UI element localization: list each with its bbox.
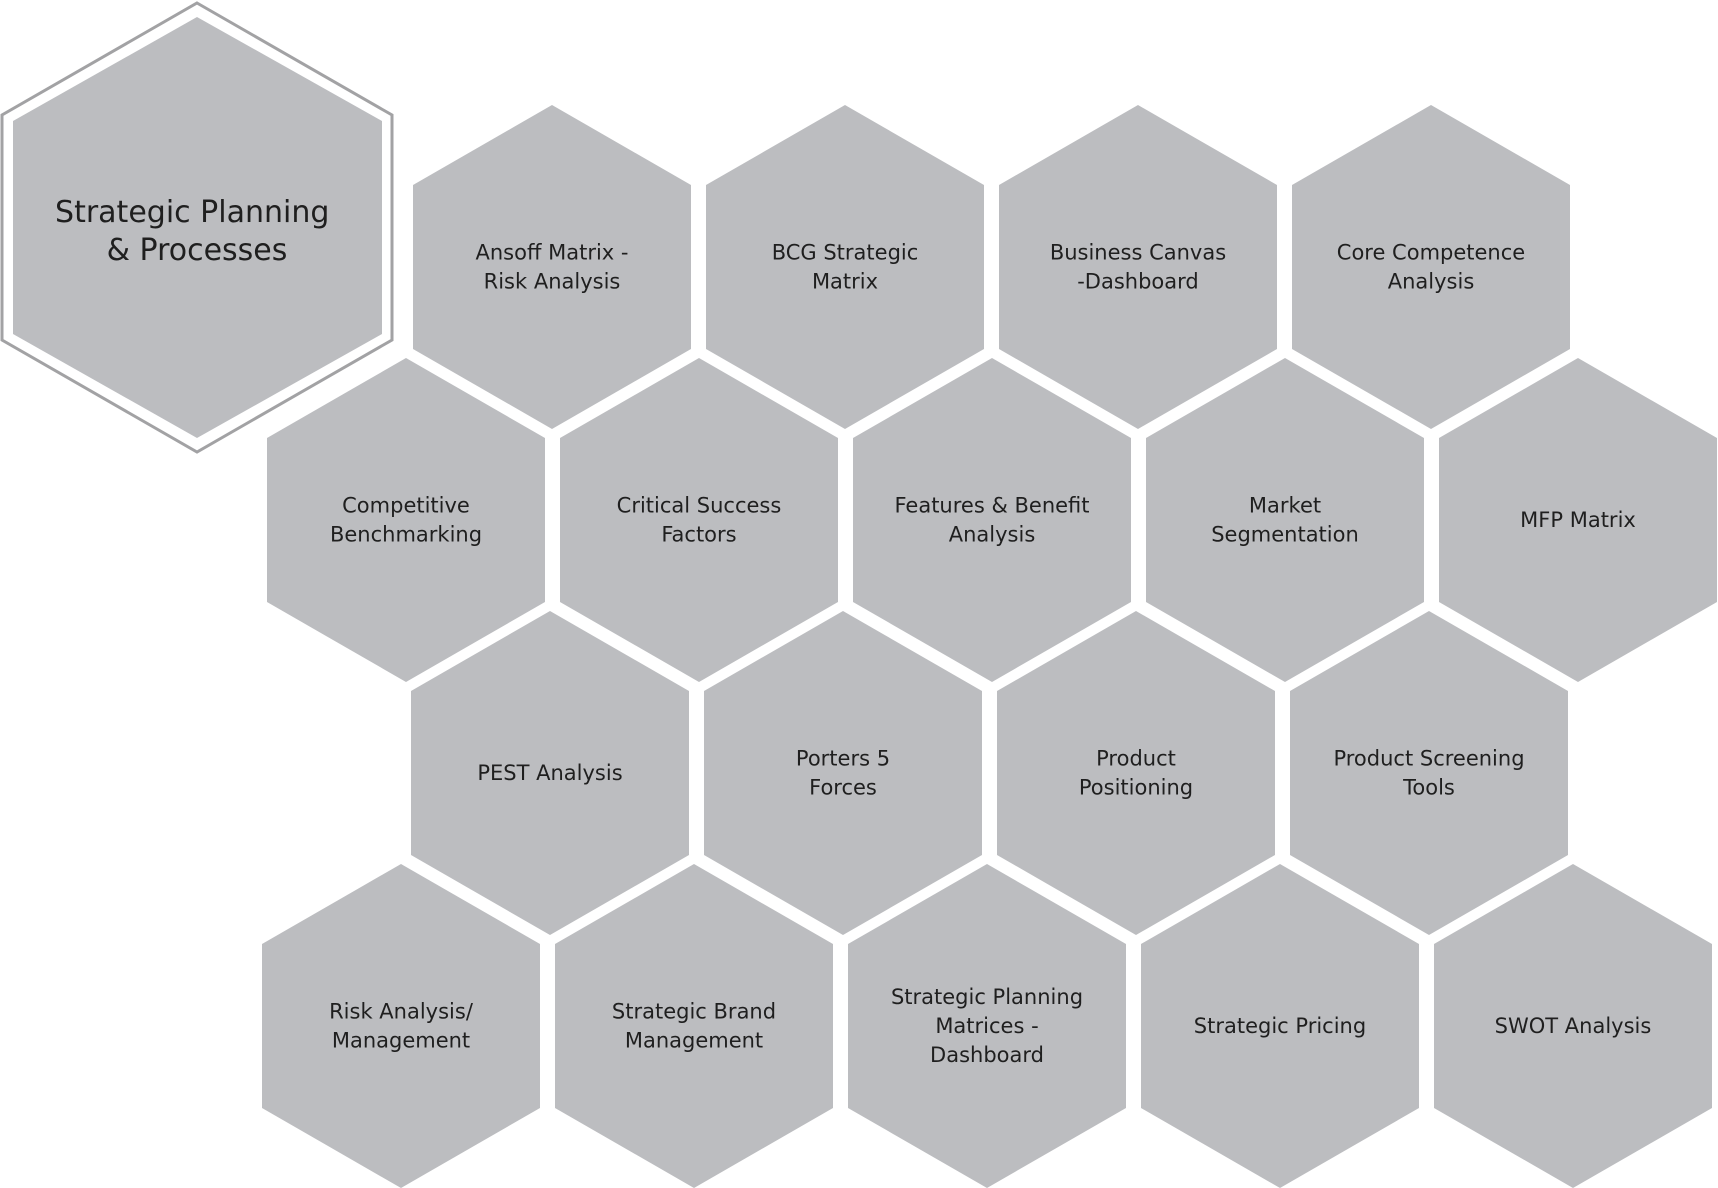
tile-label-line: Factors	[661, 523, 736, 547]
hex-shape	[267, 358, 545, 682]
hex-shape	[1292, 105, 1570, 429]
hex-shape	[999, 105, 1277, 429]
tile-label-line: Risk Analysis/	[329, 1000, 474, 1024]
tile-label-line: Market	[1249, 494, 1321, 518]
hex-shape	[853, 358, 1131, 682]
hex-tile-strategic-pricing[interactable]: Strategic Pricing	[1141, 864, 1419, 1188]
hex-shape	[555, 864, 833, 1188]
hex-tile-mfp-matrix[interactable]: MFP Matrix	[1439, 358, 1717, 682]
tile-label-line: Matrices -	[935, 1014, 1038, 1038]
tile-label-line: Business Canvas	[1050, 241, 1226, 265]
tile-label-line: Strategic Planning	[891, 985, 1083, 1009]
tile-label-line: Forces	[809, 776, 877, 800]
tile-label-line: Analysis	[949, 523, 1036, 547]
topic-tiles: Ansoff Matrix - Risk Analysis BCG Strategi…	[262, 105, 1717, 1188]
tile-label-line: -Dashboard	[1077, 270, 1199, 294]
tile-label-line: Management	[625, 1029, 763, 1053]
hex-shape	[411, 611, 689, 935]
tile-label-line: Management	[332, 1029, 470, 1053]
tile-label-line: Dashboard	[930, 1043, 1044, 1067]
title-hexagon-fill	[13, 17, 382, 438]
tile-label: Strategic Pricing	[1194, 1014, 1366, 1038]
tile-label-line: Core Competence	[1337, 241, 1525, 265]
hex-shape	[706, 105, 984, 429]
title-hexagon: Strategic Planning & Processes	[0, 1, 394, 454]
tile-label: Ansoff Matrix - Risk Analysis	[476, 241, 629, 294]
tile-label-line: Benchmarking	[330, 523, 482, 547]
diagram-title: Strategic Planning & Processes	[55, 195, 339, 268]
hex-shape	[997, 611, 1275, 935]
tile-label-line: Features & Benefit	[894, 494, 1089, 518]
hex-shape	[1141, 864, 1419, 1188]
tile-label: Business Canvas -Dashboard	[1050, 241, 1226, 294]
hex-tile-ansoff-matrix[interactable]: Ansoff Matrix - Risk Analysis	[413, 105, 691, 429]
tile-label-line: Matrix	[812, 270, 878, 294]
tile-label: Risk Analysis/Management	[329, 1000, 474, 1053]
hex-tile-pest-analysis[interactable]: PEST Analysis	[411, 611, 689, 935]
tile-label-line: Product	[1096, 747, 1176, 771]
tile-label-line: Strategic Pricing	[1194, 1014, 1366, 1038]
hex-shape	[262, 864, 540, 1188]
hex-shape	[1146, 358, 1424, 682]
tile-label-line: Critical Success	[617, 494, 782, 518]
tile-label: Porters 5 Forces	[796, 747, 890, 800]
hex-tile-porters-5-forces[interactable]: Porters 5 Forces	[704, 611, 982, 935]
tile-label-line: BCG Strategic	[772, 241, 919, 265]
hex-tile-risk-analysis-management[interactable]: Risk Analysis/Management	[262, 864, 540, 1188]
title-hexagon-outline	[0, 1, 394, 454]
tile-label-line: PEST Analysis	[477, 761, 622, 785]
tile-label-line: Strategic Brand	[612, 1000, 776, 1024]
hex-shape	[704, 611, 982, 935]
tile-label-line: Positioning	[1079, 776, 1193, 800]
tile-label-line: Analysis	[1388, 270, 1475, 294]
diagram-title-line-2: & Processes	[107, 233, 288, 268]
hex-shape	[1439, 358, 1717, 682]
tile-label-line: MFP Matrix	[1520, 508, 1636, 532]
tile-label-line: Ansoff Matrix -	[476, 241, 629, 265]
diagram-title-line-1: Strategic Planning	[55, 195, 329, 230]
tile-label-line: SWOT Analysis	[1495, 1014, 1652, 1038]
tile-label-line: Risk Analysis	[484, 270, 621, 294]
hex-tile-swot-analysis[interactable]: SWOT Analysis	[1434, 864, 1712, 1188]
tile-label-line: Tools	[1402, 776, 1455, 800]
tile-label-line: Porters 5	[796, 747, 890, 771]
tile-label-line: Competitive	[342, 494, 470, 518]
hex-shape	[413, 105, 691, 429]
hex-shape	[1434, 864, 1712, 1188]
hex-shape	[848, 864, 1126, 1188]
hex-shape	[1290, 611, 1568, 935]
tile-label: PEST Analysis	[477, 761, 622, 785]
tile-label: MFP Matrix	[1520, 508, 1636, 532]
tile-label-line: Product Screening	[1333, 747, 1524, 771]
tile-label-line: Segmentation	[1211, 523, 1359, 547]
hex-tile-business-canvas-dashboard[interactable]: Business Canvas -Dashboard	[999, 105, 1277, 429]
hex-shape	[560, 358, 838, 682]
tile-label: SWOT Analysis	[1495, 1014, 1652, 1038]
